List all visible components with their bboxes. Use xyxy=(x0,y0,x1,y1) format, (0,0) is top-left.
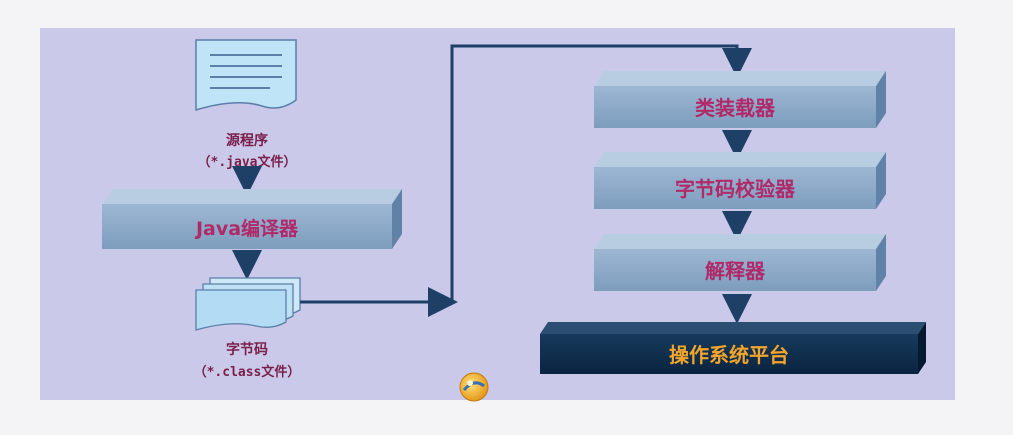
round-logo-icon xyxy=(459,372,489,402)
os-platform-box xyxy=(540,322,926,374)
class-files-icon xyxy=(195,277,301,331)
bytecode-verifier-label: 字节码校验器 xyxy=(675,177,796,201)
source-label: 源程序 xyxy=(226,132,268,149)
source-sub-label: （*.java文件） xyxy=(198,154,297,170)
interpreter-box xyxy=(594,234,886,291)
java-compiler-label: Java编译器 xyxy=(194,217,299,240)
document-icon xyxy=(195,39,297,112)
class-loader-box xyxy=(594,71,886,128)
bytecode-label: 字节码 xyxy=(226,341,268,358)
interpreter-label: 解释器 xyxy=(705,259,766,283)
os-platform-label: 操作系统平台 xyxy=(669,343,789,367)
arrow-bytecode-to-loader xyxy=(300,44,752,304)
java-compiler-box xyxy=(102,189,402,249)
bytecode-sub-label: （*.class文件） xyxy=(194,364,301,380)
bytecode-verifier-box xyxy=(594,152,886,209)
class-loader-label: 类装载器 xyxy=(695,96,776,120)
